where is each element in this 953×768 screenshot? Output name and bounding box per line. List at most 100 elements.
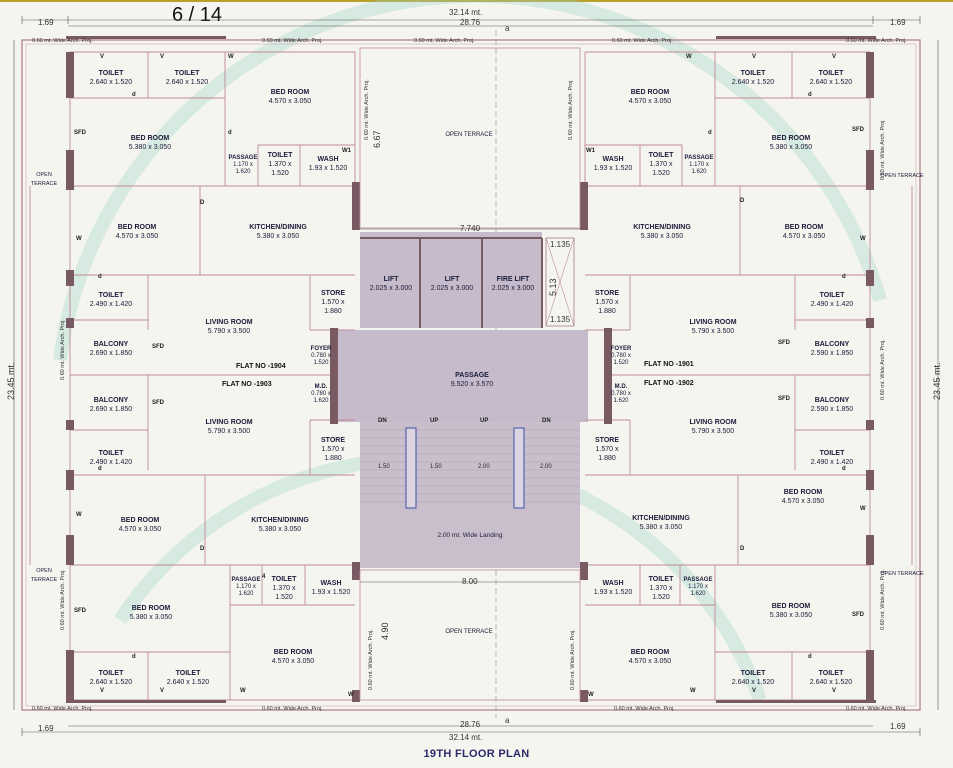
mark-d: d bbox=[228, 130, 232, 136]
mark-w1: W1 bbox=[586, 148, 595, 154]
sfd-label: SFD bbox=[74, 608, 86, 614]
sfd-label: SFD bbox=[778, 396, 790, 402]
sfd-label: SFD bbox=[74, 130, 86, 136]
mark-d: D bbox=[740, 546, 745, 552]
section-mark-bottom: a bbox=[505, 716, 510, 725]
lift-core bbox=[360, 232, 542, 328]
sfd-label: SFD bbox=[152, 400, 164, 406]
landing-label: 2.00 mt. Wide Landing bbox=[437, 531, 503, 539]
stair-dn-left: DN bbox=[378, 418, 387, 424]
arch-proj-label: 0.60 mt. Wide Arch. Proj. bbox=[880, 339, 886, 400]
mark-w: W bbox=[348, 692, 354, 698]
mark-v: V bbox=[832, 54, 837, 60]
sfd-label: SFD bbox=[152, 344, 164, 350]
arch-proj-label: 0.60 mt. Wide Arch. Proj. bbox=[570, 629, 576, 690]
dim-inner-width-bottom: 28.76 bbox=[460, 720, 481, 729]
mark-w: W bbox=[76, 512, 82, 518]
mark-d: D bbox=[740, 198, 745, 204]
top-border bbox=[0, 0, 953, 2]
dim-offset-bl: 1.69 bbox=[38, 724, 54, 733]
mark-d: d bbox=[842, 466, 846, 472]
dim-terrace-top: 6.67 bbox=[372, 130, 382, 148]
stair-width-3: 2.00 bbox=[478, 464, 490, 470]
sfd-label: SFD bbox=[852, 612, 864, 618]
mark-v: V bbox=[100, 54, 105, 60]
open-terrace-side: OPEN TERRACE bbox=[880, 570, 924, 577]
dim-offset-tr: 1.69 bbox=[890, 18, 906, 27]
stair-core bbox=[360, 422, 580, 568]
dimension-lines bbox=[13, 16, 939, 736]
dim-offset-br: 1.69 bbox=[890, 722, 906, 731]
open-terrace-side: OPEN TERRACE bbox=[30, 172, 58, 187]
mark-v: V bbox=[160, 54, 165, 60]
stair-width-2: 1.50 bbox=[430, 464, 442, 470]
sfd-label: SFD bbox=[852, 127, 864, 133]
dim-terrace-bottom: 4.90 bbox=[380, 622, 390, 640]
mark-d: D bbox=[200, 546, 205, 552]
dim-overall-width-top: 32.14 mt. bbox=[449, 8, 483, 17]
dim-overall-width-bottom: 32.14 mt. bbox=[449, 733, 483, 742]
arch-proj-label: 0.60 mt. Wide Arch. Proj. bbox=[364, 79, 370, 140]
mark-d: D bbox=[200, 200, 205, 206]
open-terrace-top-label: OPEN TERRACE bbox=[445, 131, 493, 138]
dim-offset-tl: 1.69 bbox=[38, 18, 54, 27]
stair-width-1: 1.50 bbox=[378, 464, 390, 470]
mark-v: V bbox=[100, 688, 105, 694]
arch-proj-label: 0.60 mt. Wide Arch. Proj. bbox=[262, 38, 323, 44]
dim-inner-width-top: 28.76 bbox=[460, 18, 481, 27]
mark-w: W bbox=[76, 236, 82, 242]
open-terrace-side: OPEN TERRACE bbox=[880, 172, 924, 179]
arch-proj-label: 0.60 mt. Wide Arch. Proj. bbox=[414, 38, 475, 44]
mark-v: V bbox=[832, 688, 837, 694]
dim-lift-side: 5.13 bbox=[548, 278, 558, 296]
watermark-arc-1 bbox=[53, 0, 887, 361]
arch-proj-label: 0.60 mt. Wide Arch. Proj. bbox=[368, 629, 374, 690]
mark-d: d bbox=[98, 274, 102, 280]
mark-w: W bbox=[686, 54, 692, 60]
stair-up-left: UP bbox=[430, 418, 439, 424]
mark-d: d bbox=[132, 92, 136, 98]
mark-w: W bbox=[860, 236, 866, 242]
mark-w1: W1 bbox=[342, 148, 351, 154]
passage-core bbox=[338, 330, 588, 422]
stair-well-left bbox=[405, 427, 417, 509]
arch-proj-label: 0.60 mt. Wide Arch. Proj. bbox=[846, 706, 907, 712]
